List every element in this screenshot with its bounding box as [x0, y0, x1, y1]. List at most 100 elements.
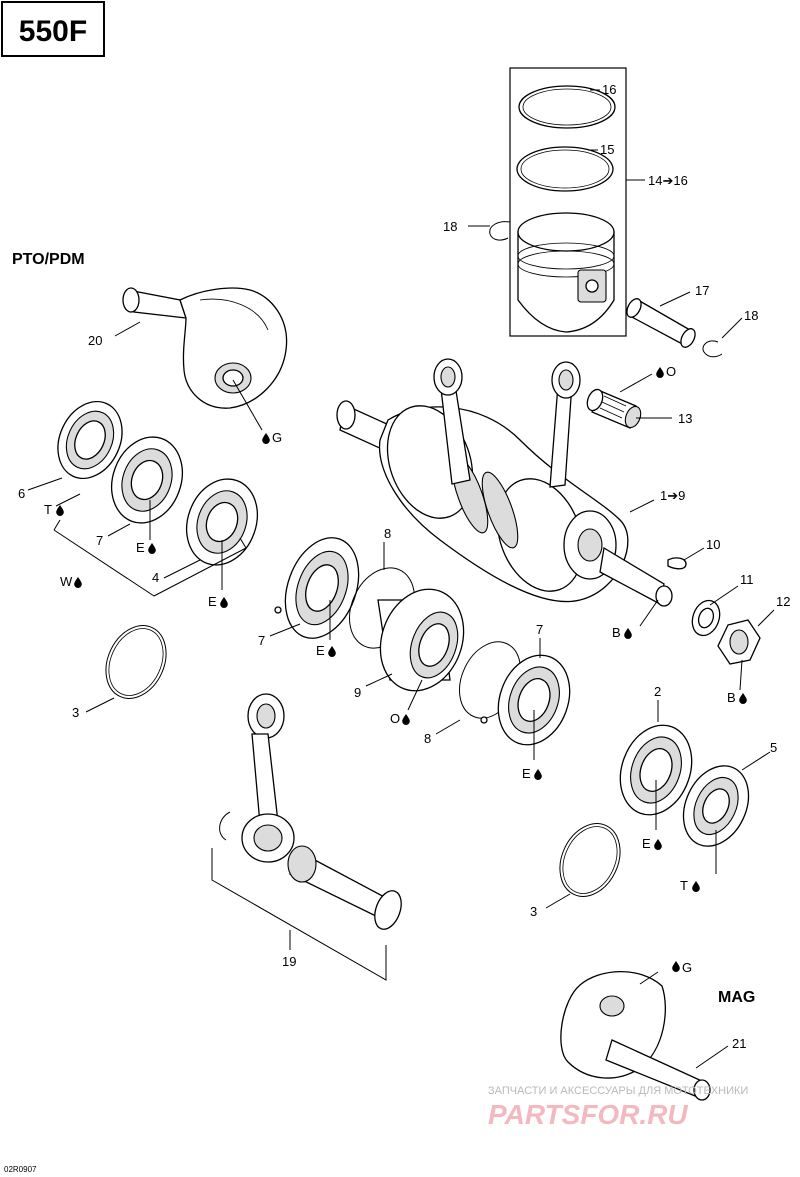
- callout-12: 12: [776, 594, 790, 609]
- svg-text:T: T: [44, 502, 52, 517]
- oil-drop-icon: [148, 543, 156, 554]
- oil-seal-5: [682, 765, 750, 847]
- ball-bearing-7-right: [497, 654, 571, 746]
- lock-washer-11: [691, 599, 721, 637]
- watermark-tagline: ЗАПЧАСТИ И АКСЕССУАРЫ ДЛЯ МОТОТЕХНИКИ: [488, 1085, 748, 1097]
- circlip-18-right: [702, 340, 723, 358]
- oil-seal-6: [57, 400, 123, 480]
- callout-21: 21: [732, 1036, 746, 1051]
- lube-mark-e2: E: [208, 594, 228, 609]
- svg-text:T: T: [680, 878, 688, 893]
- svg-text:B: B: [612, 625, 621, 640]
- assembly-bracket-w: [53, 519, 247, 597]
- callout-4: 4: [152, 570, 159, 585]
- oil-drop-icon: [656, 367, 664, 378]
- callout-18-left: 18: [443, 219, 457, 234]
- lube-mark-e1: E: [136, 540, 156, 555]
- lube-mark-e4: E: [522, 766, 542, 781]
- distance-sleeve-9: [377, 588, 465, 692]
- oil-drop-icon: [74, 577, 82, 588]
- svg-text:E: E: [208, 594, 217, 609]
- oil-drop-icon: [402, 714, 410, 725]
- lube-mark-e5: E: [642, 836, 662, 851]
- callout-20: 20: [88, 333, 102, 348]
- callout-14-16: 14➔16: [648, 173, 688, 188]
- oil-drop-icon: [328, 646, 336, 657]
- svg-text:O: O: [666, 364, 676, 379]
- callout-11: 11: [740, 572, 754, 587]
- oil-drop-icon: [739, 693, 747, 704]
- ball-bearing-2: [619, 724, 693, 816]
- piston-ring-16: [518, 85, 616, 129]
- oil-drop-icon: [56, 505, 64, 516]
- lube-mark-b1: B: [612, 625, 632, 640]
- callout-15: 15: [600, 142, 614, 157]
- section-label-pto: PTO/PDM: [12, 251, 85, 268]
- piston: [517, 212, 615, 333]
- callout-13: 13: [678, 411, 692, 426]
- callout-19: 19: [282, 954, 296, 969]
- svg-text:W: W: [60, 574, 73, 589]
- model-title-box: 550F: [1, 1, 105, 57]
- lube-mark-t-left: T: [44, 502, 64, 517]
- oil-drop-icon: [624, 628, 632, 639]
- lube-mark-t-right: T: [680, 878, 700, 893]
- callout-7-middle: 7: [258, 633, 265, 648]
- lube-mark-w: W: [60, 574, 82, 589]
- piston-kit: [489, 67, 627, 337]
- svg-text:E: E: [136, 540, 145, 555]
- oil-drop-icon: [692, 881, 700, 892]
- callout-labels: 16 15 14➔16 18 17 18 20 13 1➔9 10 11 12 …: [18, 82, 790, 1051]
- svg-text:G: G: [682, 960, 692, 975]
- callout-5: 5: [770, 740, 777, 755]
- crankshaft-assembly: [336, 358, 673, 607]
- needle-bearing-13: [586, 388, 642, 429]
- callout-3-left: 3: [72, 705, 79, 720]
- mag-crank-half-21: [560, 970, 711, 1101]
- lube-mark-g-bottom: G: [672, 960, 692, 975]
- callout-17: 17: [695, 283, 709, 298]
- section-label-mag: MAG: [718, 989, 755, 1006]
- lube-mark-g-top: G: [262, 430, 282, 445]
- callout-16: 16: [602, 82, 616, 97]
- callout-2: 2: [654, 684, 661, 699]
- callout-6: 6: [18, 486, 25, 501]
- lube-mark-o-top: O: [656, 364, 676, 379]
- callout-8-lower: 8: [424, 731, 431, 746]
- svg-text:G: G: [272, 430, 282, 445]
- callout-10: 10: [706, 537, 720, 552]
- lubricant-marks: O G T E W E E O E: [44, 364, 747, 975]
- piston-pin: [626, 298, 696, 348]
- circlip-18-left: [489, 221, 511, 241]
- pto-crank-half-20: [122, 287, 288, 409]
- svg-text:O: O: [390, 711, 400, 726]
- piston-ring-15: [516, 146, 614, 192]
- svg-text:E: E: [642, 836, 651, 851]
- lube-mark-o-mid: O: [390, 711, 410, 726]
- oil-drop-icon: [534, 769, 542, 780]
- o-ring-3-left: [105, 625, 167, 699]
- drawing-code: 02R0907: [4, 1165, 37, 1174]
- ball-bearing-7-left: [111, 436, 183, 524]
- ball-bearing-7-middle: [284, 537, 360, 639]
- callout-7-right: 7: [536, 622, 543, 637]
- callout-9: 9: [354, 685, 361, 700]
- callout-3-right: 3: [530, 904, 537, 919]
- woodruff-key-10: [667, 557, 687, 570]
- hex-nut-12: [717, 619, 761, 665]
- leader-lines: [27, 89, 775, 1069]
- o-ring-3-right: [559, 823, 621, 897]
- ball-bearing-4: [186, 478, 258, 566]
- svg-text:B: B: [727, 690, 736, 705]
- watermark-logo: PARTSFOR.RU: [488, 1099, 688, 1130]
- oil-drop-icon: [672, 961, 680, 972]
- callout-8-upper: 8: [384, 526, 391, 541]
- svg-text:E: E: [522, 766, 531, 781]
- oil-drop-icon: [654, 839, 662, 850]
- callout-7-left: 7: [96, 533, 103, 548]
- connecting-rod-kit-19: [211, 693, 402, 981]
- oil-drop-icon: [220, 597, 228, 608]
- watermark: ЗАПЧАСТИ И АКСЕССУАРЫ ДЛЯ МОТОТЕХНИКИ PA…: [488, 1085, 748, 1130]
- model-title: 550F: [19, 15, 87, 48]
